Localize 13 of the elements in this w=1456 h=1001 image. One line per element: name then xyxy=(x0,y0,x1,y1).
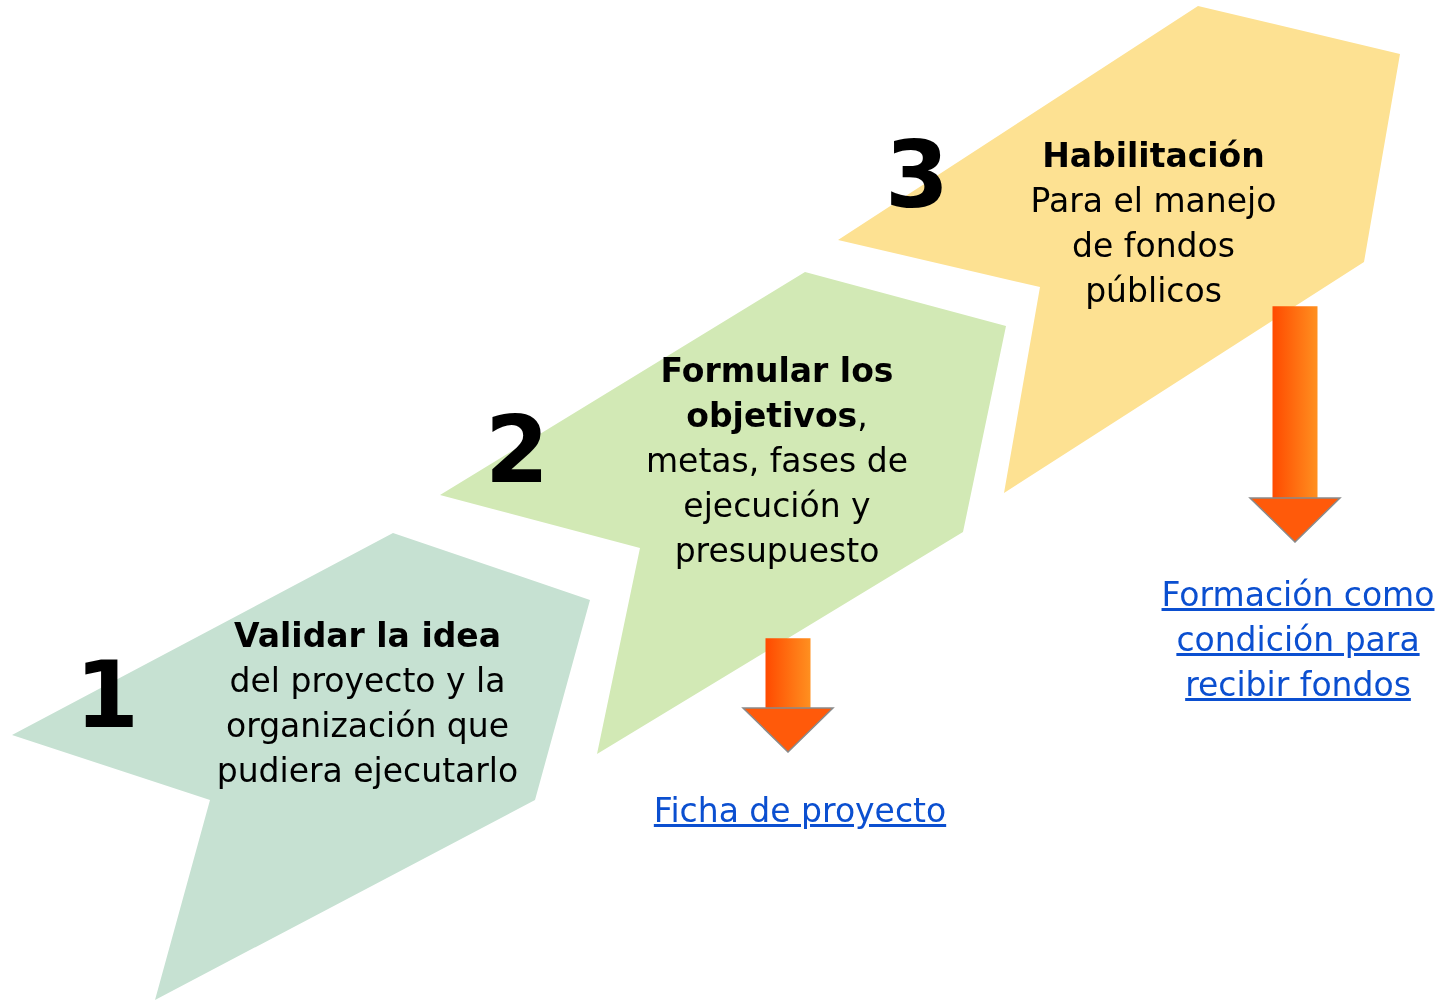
step-description: Formular los objetivos, metas, fases de ejecución y presupuesto xyxy=(644,350,910,572)
chevron-step-shape xyxy=(12,533,590,1001)
step-number: 2 xyxy=(485,405,549,497)
block-arrow xyxy=(742,638,834,753)
document-link: Ficha de proyecto xyxy=(652,790,948,832)
step-description: Para el manejo de fondos públicos xyxy=(1029,180,1278,312)
block-arrow xyxy=(1249,306,1341,543)
step-heading: Validar la idea xyxy=(234,615,501,657)
step-number: 3 xyxy=(885,130,949,222)
step-heading: Habilitación xyxy=(1042,135,1265,177)
step-number: 1 xyxy=(75,650,139,742)
document-link: Formación como condición para recibir fondos xyxy=(1160,574,1436,706)
step-description: del proyecto y la organización que pudiera ejecutarlo xyxy=(215,660,520,792)
